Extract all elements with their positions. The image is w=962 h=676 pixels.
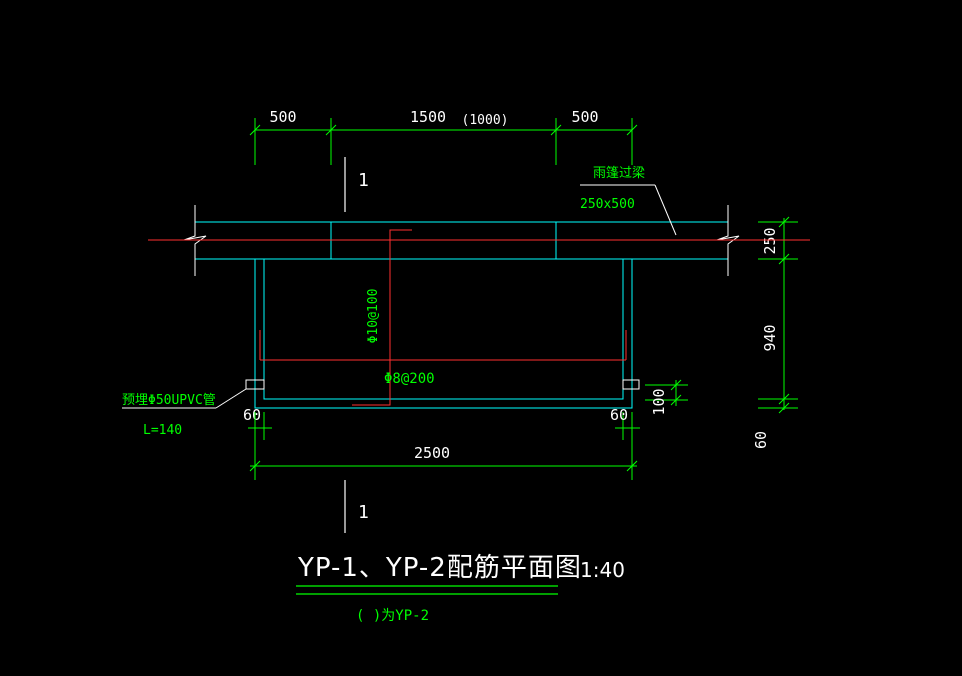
right-dimension-chain: [645, 216, 798, 414]
dim-right-small: 100: [650, 388, 668, 415]
pipe-note: 预埋Φ50UPVC管: [122, 393, 216, 408]
tick: [778, 216, 790, 228]
section-mark-top: 1: [358, 170, 369, 191]
rebar: [148, 229, 810, 406]
tick: [778, 402, 790, 414]
tick: [249, 460, 261, 472]
tick: [778, 393, 790, 405]
tick: [550, 124, 562, 136]
rebar-longitudinal: [352, 229, 412, 406]
drawing-scale: 1:40: [580, 558, 625, 582]
dim-right-bottom: 60: [752, 431, 770, 449]
dim-bottom-total: 2500: [414, 444, 450, 462]
tick: [670, 379, 682, 391]
tick: [670, 394, 682, 406]
dim-right-middle: 940: [761, 324, 779, 351]
beam-leader: [580, 184, 677, 236]
tick: [325, 124, 337, 136]
top-dimension-chain: [249, 118, 638, 165]
dim-top-middle-alt: (1000): [462, 113, 509, 128]
drain-pipe-left: [245, 379, 265, 390]
tick: [626, 124, 638, 136]
tick: [626, 460, 638, 472]
beam-size: 250x500: [580, 197, 635, 212]
break-line-right: [716, 205, 740, 276]
drain-pipes: [215, 379, 640, 409]
drain-pipe-right: [622, 379, 640, 390]
dim-right-top: 250: [761, 227, 779, 254]
beam-name: 雨篷过梁: [593, 166, 645, 181]
drawing-title: YP-1、YP-2配筋平面图: [297, 553, 582, 583]
rebar-dist-label: Φ8@200: [384, 371, 435, 387]
section-mark-bottom: 1: [358, 502, 369, 523]
tick: [778, 253, 790, 265]
title-underline: [296, 585, 558, 595]
rebar-long-label: Φ10@100: [366, 289, 381, 344]
dim-top-left: 500: [269, 108, 296, 126]
slab-outer-edge: [254, 259, 633, 409]
title-note: ( )为YP-2: [356, 608, 429, 624]
dim-top-right: 500: [571, 108, 598, 126]
tick: [249, 124, 261, 136]
slab-inner-edge: [263, 259, 624, 400]
pipe-leader: [215, 388, 247, 409]
dim-edge-left: 60: [243, 406, 261, 424]
break-lines: [183, 205, 740, 276]
dim-top-middle: 1500: [410, 108, 446, 126]
beam-leader-line: [654, 184, 677, 236]
pipe-length: L=140: [143, 423, 182, 438]
bottom-dimension: [249, 412, 638, 480]
break-line-left: [183, 205, 207, 276]
slab-outline: [254, 259, 633, 409]
dim-edge-right: 60: [610, 406, 628, 424]
